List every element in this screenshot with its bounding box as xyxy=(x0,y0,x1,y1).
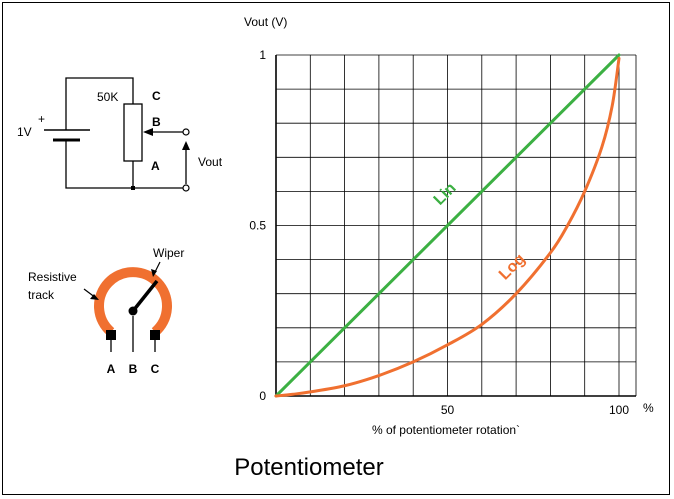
resistance-label: 50K xyxy=(97,90,118,104)
y-axis-title: Vout (V) xyxy=(244,15,287,29)
chart-grid xyxy=(275,54,637,397)
vout-arrowhead xyxy=(182,141,190,150)
y-tick-label: 1 xyxy=(259,48,266,62)
y-tick-label: 0.5 xyxy=(249,219,266,233)
resistor xyxy=(123,103,143,162)
track-pin-c: C xyxy=(151,362,160,376)
wiper-label: Wiper xyxy=(153,246,184,260)
pin-b-label: B xyxy=(152,115,161,129)
terminal-c xyxy=(150,330,160,340)
track-pin-a: A xyxy=(107,362,116,376)
series-line-lin xyxy=(274,53,621,398)
chart-ticks: 0 0.5 1 50 100 xyxy=(249,48,629,417)
series-label-lin: Lin xyxy=(431,180,460,209)
junction-dot xyxy=(131,186,135,190)
x-axis-unit: % xyxy=(643,401,654,415)
wiper-arm xyxy=(131,279,159,313)
x-axis-title: % of potentiometer rotation` xyxy=(372,423,520,437)
resistive-label-line2: track xyxy=(28,288,55,302)
terminal-bottom xyxy=(182,184,190,192)
x-tick-label: 100 xyxy=(609,403,629,417)
wiper-arrowhead xyxy=(143,128,153,136)
wiper-pivot xyxy=(128,306,138,316)
y-tick-label: 0 xyxy=(259,389,266,403)
series-label-log: Log xyxy=(496,251,529,284)
terminal-top xyxy=(182,128,190,136)
pin-c-label: C xyxy=(152,89,161,103)
wire-top xyxy=(65,77,134,130)
track-pointer-head xyxy=(90,294,99,300)
diagram-frame xyxy=(2,2,670,495)
pin-a-label: A xyxy=(151,159,160,173)
terminal-a xyxy=(106,330,116,340)
track-pin-b: B xyxy=(129,362,138,376)
resistive-track-drawing xyxy=(83,261,172,352)
x-tick-label: 50 xyxy=(441,403,455,417)
vout-label: Vout xyxy=(198,155,223,169)
voltage-label: 1V xyxy=(17,125,32,139)
resistive-track xyxy=(94,267,172,336)
diagram-title: Potentiometer xyxy=(234,454,383,481)
series-line-log xyxy=(274,56,621,398)
wire-bottom xyxy=(65,140,186,189)
plus-sign: + xyxy=(38,112,45,126)
wiper-pointer-head xyxy=(151,269,157,277)
resistive-label-line1: Resistive xyxy=(28,270,77,284)
